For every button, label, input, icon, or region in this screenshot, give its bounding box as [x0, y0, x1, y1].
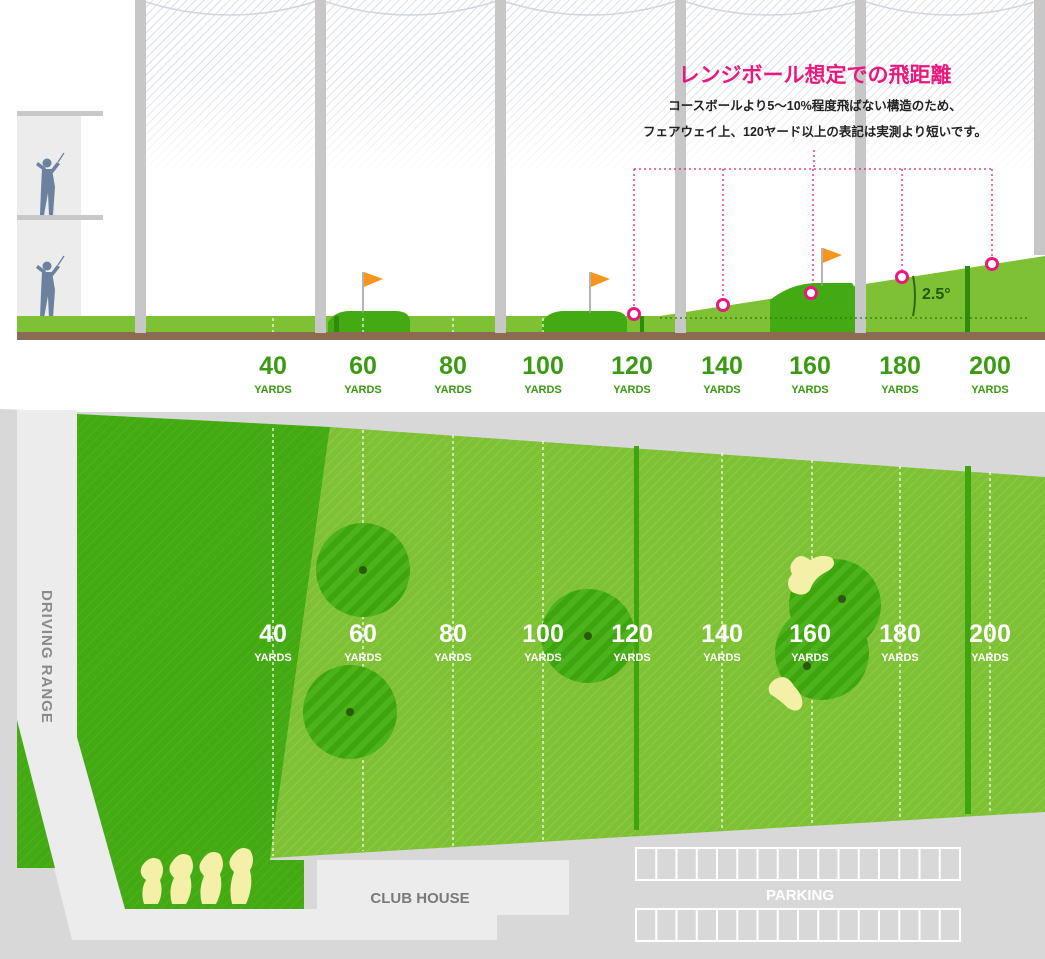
- yard-unit: YARDS: [971, 384, 1009, 396]
- yard-unit: YARDS: [524, 384, 562, 396]
- yard-unit: YARDS: [703, 384, 741, 396]
- yard-unit: YARDS: [344, 652, 382, 664]
- plan-view: CLUB HOUSE PARKING DRIVING RANGE 40YARDS…: [0, 409, 1045, 959]
- club-house-label: CLUB HOUSE: [370, 890, 469, 907]
- yard-value-80: 80: [439, 352, 467, 380]
- yard-unit: YARDS: [613, 384, 651, 396]
- yard-unit: YARDS: [971, 652, 1009, 664]
- flag-icon: [362, 272, 383, 313]
- safety-net: [139, 0, 1045, 180]
- slope-label: 2.5°: [922, 286, 951, 303]
- yard-value-140: 140: [701, 620, 743, 648]
- left-grass-strip: [17, 720, 55, 868]
- yard-unit: YARDS: [791, 652, 829, 664]
- yard-value-60: 60: [349, 620, 377, 648]
- driving-range-label: DRIVING RANGE: [38, 590, 55, 724]
- hitting-bay-building: [17, 111, 103, 333]
- yard-value-100: 100: [522, 620, 564, 648]
- parking-label: PARKING: [766, 887, 834, 904]
- yard-unit: YARDS: [613, 652, 651, 664]
- yard-unit: YARDS: [881, 652, 919, 664]
- notice-line-2: フェアウェイ上、120ヤード以上の表記は実測より短いです。: [643, 124, 987, 139]
- side-view: 2.5° レンジボール想定での飛距離 コースボールより5〜10%程度飛ばない構造…: [17, 0, 1045, 396]
- sand-bunker: [768, 677, 803, 711]
- yard-value-120: 120: [611, 352, 653, 380]
- notice-title: レンジボール想定での飛距離: [679, 63, 952, 87]
- golfer-icon: [36, 152, 65, 215]
- notice-line-1: コースボールより5〜10%程度飛ばない構造のため、: [668, 98, 962, 113]
- green-circle: [303, 665, 397, 759]
- yard-value-200: 200: [969, 352, 1011, 380]
- flag-icon: [821, 248, 842, 286]
- target-line-200: [965, 466, 971, 814]
- yard-value-80: 80: [439, 620, 467, 648]
- yard-value-60: 60: [349, 352, 377, 380]
- club-house-building: [317, 860, 569, 915]
- yard-value-100: 100: [522, 352, 564, 380]
- yard-unit: YARDS: [434, 384, 472, 396]
- yard-value-40: 40: [259, 352, 287, 380]
- yard-unit: YARDS: [524, 652, 562, 664]
- ground-profile: [17, 256, 1045, 340]
- yard-value-200: 200: [969, 620, 1011, 648]
- yard-unit: YARDS: [254, 384, 292, 396]
- yard-value-160: 160: [789, 352, 831, 380]
- slope-angle-arc: [912, 275, 916, 317]
- target-line-120: [634, 446, 639, 830]
- yard-unit: YARDS: [881, 384, 919, 396]
- yard-unit: YARDS: [434, 652, 472, 664]
- notice-bracket: [633, 150, 993, 307]
- yard-unit: YARDS: [344, 384, 382, 396]
- yard-value-160: 160: [789, 620, 831, 648]
- green-circle: [541, 589, 635, 683]
- green-circle: [316, 523, 410, 617]
- yard-unit: YARDS: [703, 652, 741, 664]
- sand-bunker: [788, 555, 834, 595]
- yard-value-120: 120: [611, 620, 653, 648]
- golfer-icon: [36, 255, 65, 318]
- access-road: [17, 410, 497, 940]
- yard-unit: YARDS: [791, 384, 829, 396]
- yard-value-180: 180: [879, 620, 921, 648]
- side-yard-guides: [272, 318, 544, 332]
- ball-landing-markers: [627, 257, 999, 321]
- yard-value-140: 140: [701, 352, 743, 380]
- parking-row-bottom: [635, 908, 961, 942]
- green-circle: [775, 606, 869, 700]
- parking-row-top: [635, 847, 961, 881]
- fairway: [270, 427, 1045, 858]
- rough-area: [77, 414, 330, 909]
- tee-bays: [140, 848, 253, 904]
- net-poles: [135, 0, 1045, 333]
- yard-value-180: 180: [879, 352, 921, 380]
- flag-icon: [589, 272, 610, 313]
- yard-unit: YARDS: [254, 652, 292, 664]
- yard-value-40: 40: [259, 620, 287, 648]
